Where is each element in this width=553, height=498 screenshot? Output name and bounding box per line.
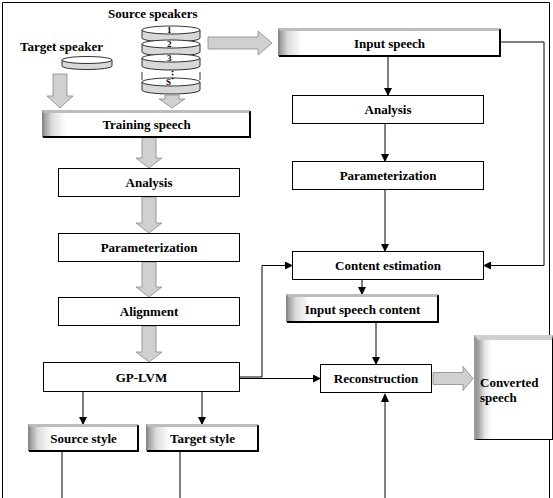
connector-arrow (240, 378, 320, 379)
callout-number: 1 (167, 26, 172, 35)
block-arrow (208, 31, 272, 55)
connector-arrow (202, 392, 203, 424)
node-label: Analysis (365, 102, 412, 117)
block-arrow (136, 326, 162, 362)
connector-arrow (385, 190, 386, 251)
connector-arrow (388, 56, 389, 95)
wire (62, 451, 63, 498)
source-disk-stack (142, 26, 200, 94)
block-arrow (159, 95, 185, 108)
process-box: Analysis (58, 168, 240, 197)
document-box: Training speech (42, 110, 250, 137)
outer-frame (3, 3, 550, 498)
node-label: Target style (170, 431, 235, 446)
connector-arrow (240, 266, 292, 378)
connector-arrow (484, 42, 544, 266)
document-box: Input speech content (286, 294, 438, 322)
node-label: Alignment (120, 304, 179, 319)
callout-number: S (166, 78, 171, 87)
node-label: Input speech (354, 36, 425, 51)
arrow-head (381, 393, 389, 402)
process-box: Reconstruction (320, 364, 432, 393)
connector-arrow (376, 322, 377, 364)
target-disk (62, 57, 112, 70)
node-label: Parameterization (101, 240, 198, 255)
connector-arrow (362, 280, 363, 294)
process-box: Alignment (58, 297, 240, 326)
block-arrow (136, 262, 162, 297)
callout-number: 3 (167, 54, 172, 63)
callout-number: 2 (167, 40, 172, 49)
group-label: Target speaker (20, 40, 103, 53)
node-label: Source style (50, 431, 117, 446)
node-label: Content estimation (335, 258, 441, 273)
wire (385, 402, 386, 498)
block-arrow (433, 367, 473, 391)
process-box: GP-LVM (43, 362, 240, 392)
wire (180, 451, 181, 498)
node-label: Training speech (102, 117, 190, 132)
connector-arrow (83, 392, 84, 424)
group-label: Source speakers (108, 7, 198, 20)
node-label: Input speech content (305, 302, 421, 317)
process-box: Analysis (292, 95, 484, 124)
block-arrow (136, 137, 162, 168)
block-arrow (136, 197, 162, 233)
process-box: Content estimation (292, 251, 484, 280)
output-box: Source style (28, 424, 138, 451)
node-label: Reconstruction (334, 371, 419, 386)
node-label: Analysis (126, 175, 173, 190)
node-label: Parameterization (340, 168, 437, 183)
node-label: GP-LVM (116, 370, 168, 385)
document-box: Input speech (278, 28, 500, 56)
output-box: Converted speech (474, 335, 553, 440)
output-box: Target style (146, 424, 258, 451)
process-box: Parameterization (292, 161, 484, 190)
connector-arrow (385, 124, 386, 161)
block-arrow (47, 74, 73, 108)
process-box: Parameterization (58, 233, 240, 262)
node-label: Converted speech (480, 375, 552, 405)
